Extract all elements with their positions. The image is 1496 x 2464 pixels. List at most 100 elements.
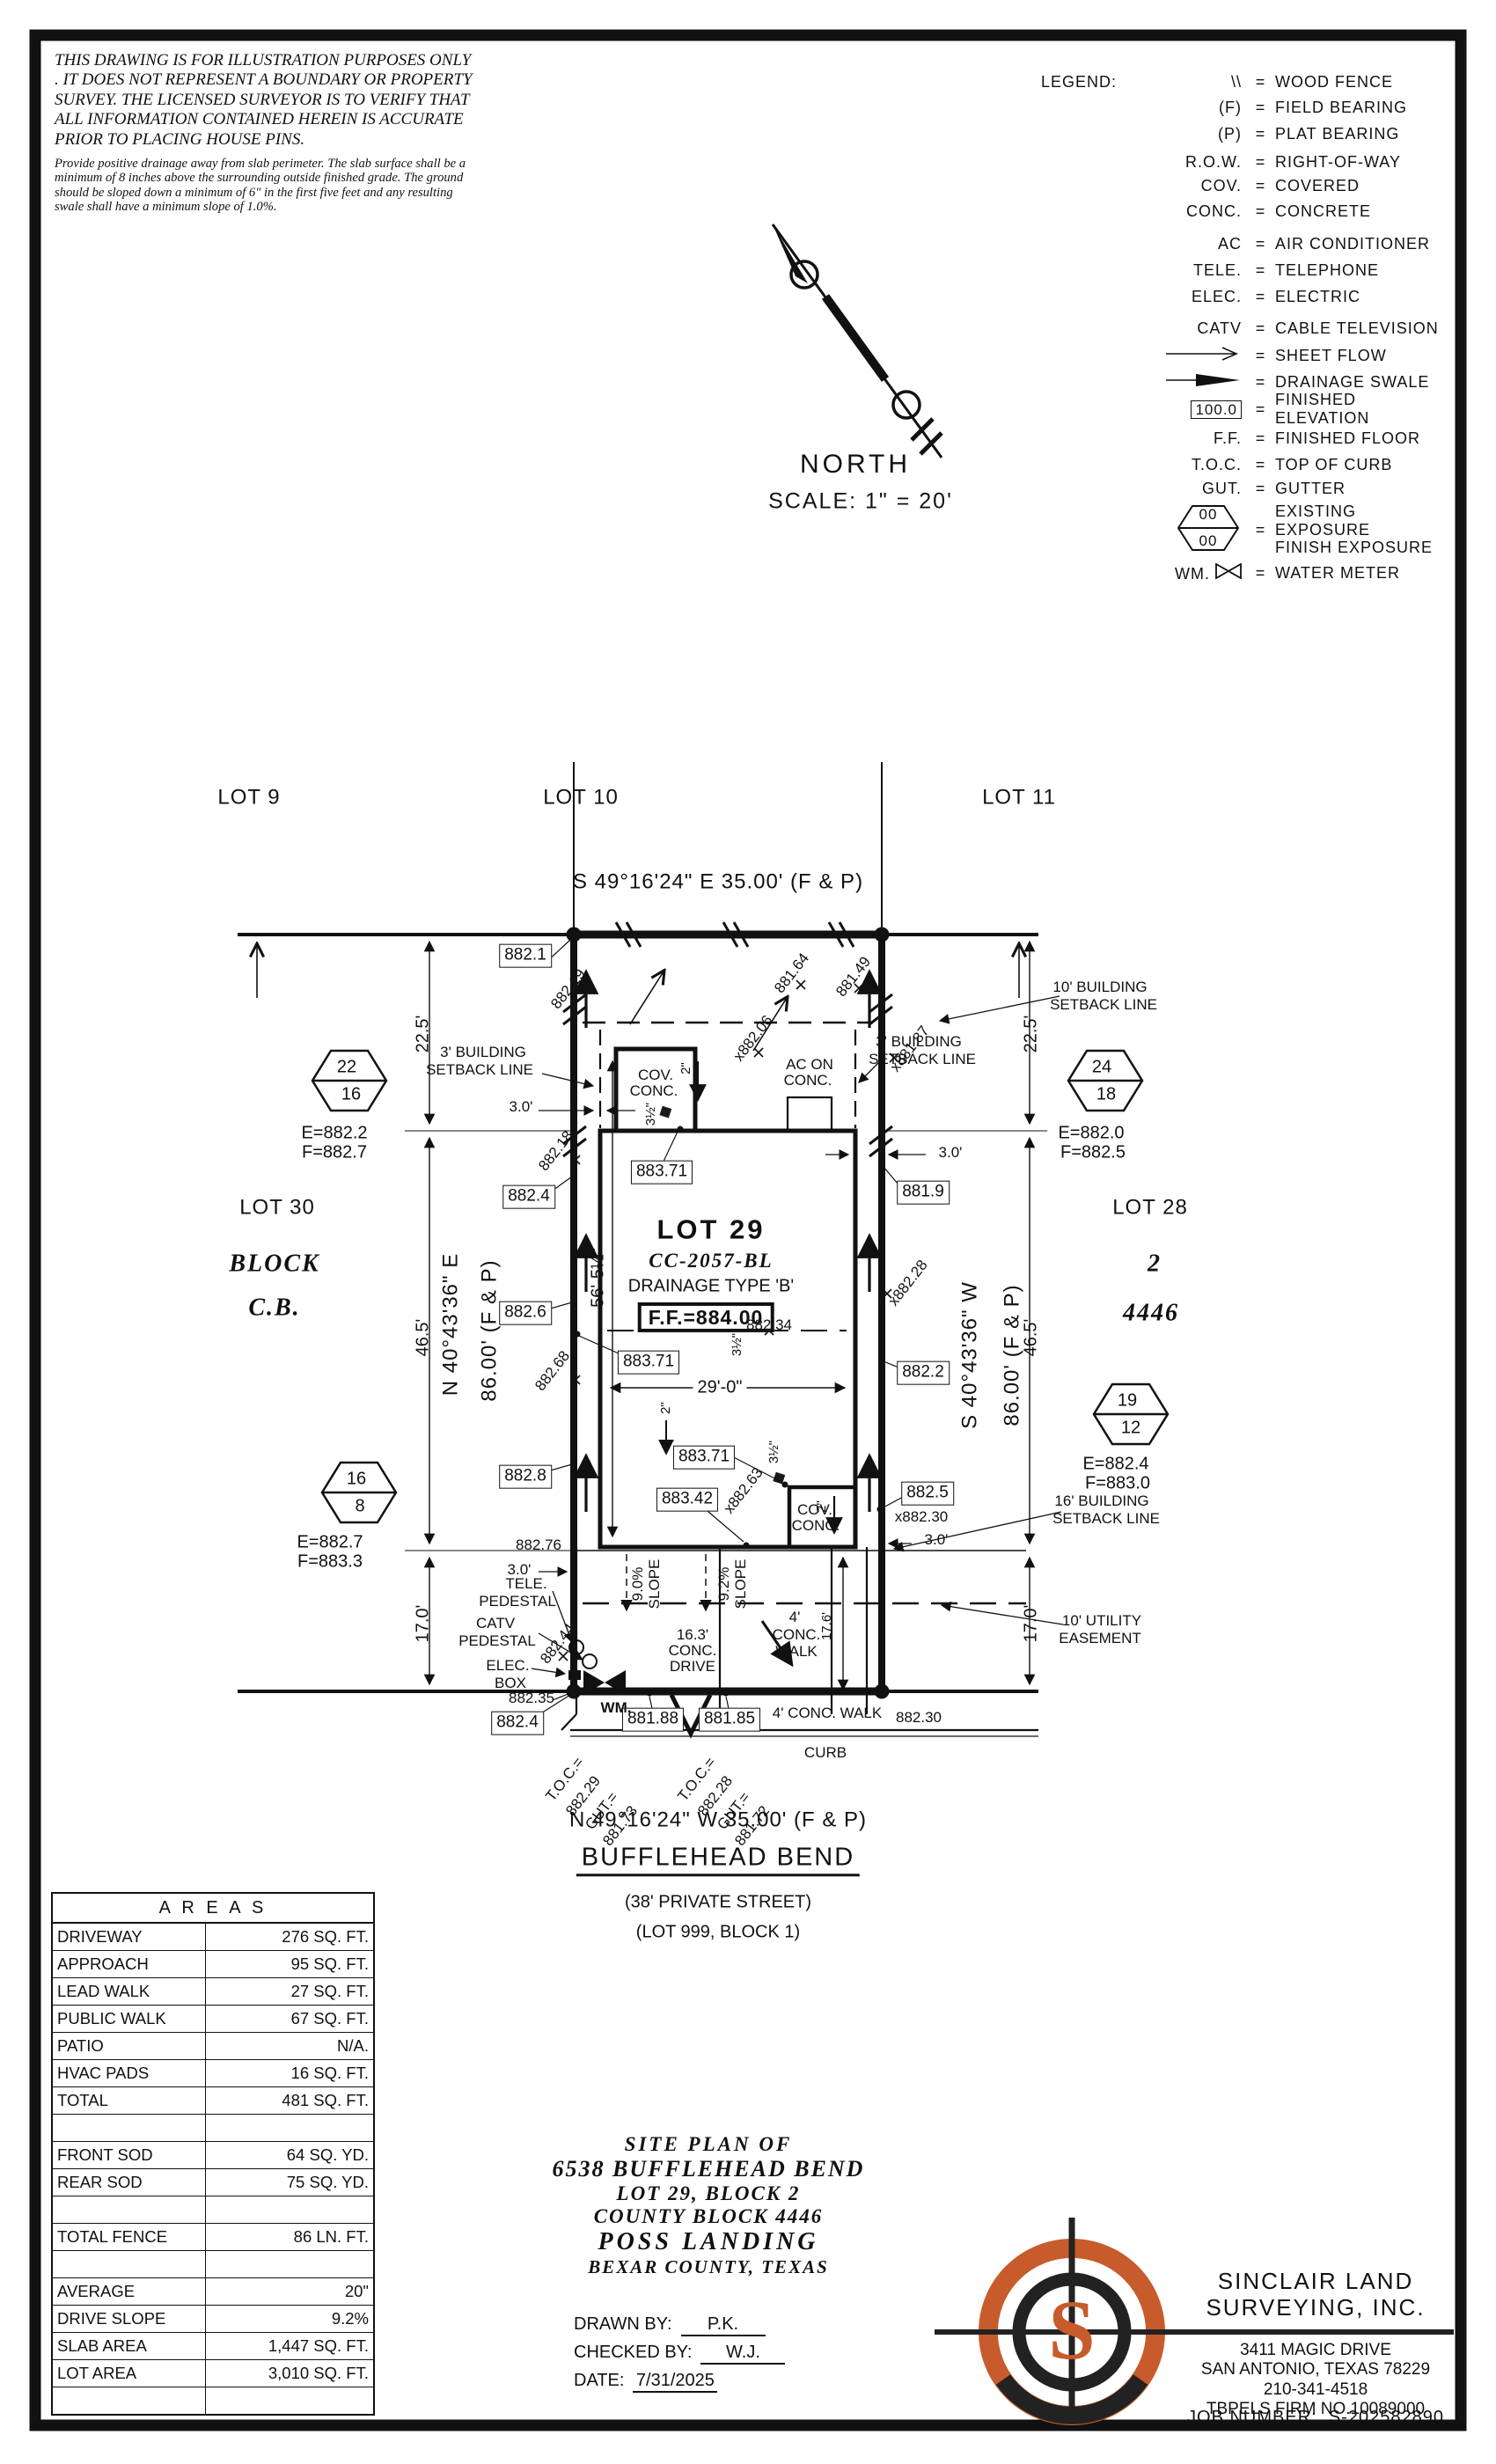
plan-label: 3.0' — [924, 1531, 949, 1549]
plan-label: COV. — [637, 1067, 674, 1084]
areas-row-value: 481 SQ. FT. — [282, 2091, 369, 2109]
areas-row-value: 16 SQ. FT. — [290, 2064, 369, 2082]
boundary-corner-dots — [566, 927, 890, 1699]
plan-label: 17.0' — [413, 1604, 433, 1643]
plan-label: EASEMENT — [1059, 1630, 1141, 1647]
areas-row-label: DRIVE SLOPE — [53, 2306, 206, 2332]
equals-sign: = — [1255, 176, 1265, 194]
plat-bearing-symbol: (P) — [1218, 124, 1242, 143]
plan-label: F=883.0 — [1085, 1473, 1150, 1493]
job-number-label: JOB NUMBER: — [1187, 2408, 1317, 2427]
wm-abbrev: WM. — [1175, 564, 1210, 583]
elec-abbrev: ELEC. — [1191, 287, 1242, 305]
plan-label: LOT 11 — [982, 785, 1056, 810]
areas-row: LOT AREA 3,010 SQ. FT. — [53, 2360, 373, 2387]
areas-row-label — [53, 2387, 206, 2414]
plan-label: 882.8 — [499, 1464, 552, 1489]
plan-label: SETBACK LINE — [1050, 996, 1157, 1014]
north-arrow-icon — [771, 224, 943, 458]
conc-abbrev: CONC. — [1186, 202, 1242, 220]
house-outline — [598, 1046, 858, 1550]
plan-label: 4' CONC. WALK — [772, 1705, 883, 1722]
sheet-flow-arrows — [257, 945, 1019, 1052]
plan-label: 882.5 — [901, 1481, 954, 1506]
checked-by-value: W.J. — [700, 2343, 786, 2365]
areas-row-label — [53, 2115, 206, 2141]
areas-table-title: A R E A S — [53, 1894, 373, 1924]
areas-row-value: 1,447 SQ. FT. — [268, 2336, 369, 2355]
areas-row-value: 64 SQ. YD. — [286, 2145, 369, 2164]
company-name: SINCLAIR LAND SURVEYING, INC. — [1170, 2268, 1461, 2321]
equals-sign: = — [1255, 319, 1265, 337]
plan-label: CONC. — [783, 1072, 832, 1089]
plan-label: PEDESTAL — [479, 1593, 556, 1610]
areas-row-label: SLAB AREA — [53, 2333, 206, 2359]
plan-label: CC-2057-BL — [649, 1249, 774, 1272]
plan-label: 8 — [355, 1496, 365, 1516]
plan-label: 883.71 — [617, 1350, 680, 1375]
north-label: NORTH — [799, 450, 912, 479]
plan-label: 3½" — [730, 1332, 745, 1357]
areas-row-value: 3,010 SQ. FT. — [268, 2364, 369, 2382]
plan-label: C.B. — [248, 1294, 301, 1322]
areas-row: AVERAGE EXPOSURE20" — [53, 2278, 373, 2306]
areas-row-value: 276 SQ. FT. — [282, 1927, 369, 1946]
company-city: SAN ANTONIO, TEXAS 78229 — [1200, 2360, 1431, 2380]
areas-row-value — [206, 2115, 373, 2141]
plan-label: 882.4 — [491, 1711, 544, 1735]
areas-row: HVAC PADS 16 SQ. FT. — [53, 2060, 373, 2087]
plan-label: CONC. — [629, 1082, 678, 1100]
title-line: BEXAR COUNTY, TEXAS — [588, 2256, 829, 2277]
areas-row-value — [206, 2387, 373, 2414]
areas-row-value: 95 SQ. FT. — [290, 1954, 369, 1973]
legend-desc: TELEPHONE — [1275, 260, 1380, 279]
areas-row-label: LOT AREA — [53, 2360, 206, 2387]
plan-label: SETBACK LINE — [426, 1061, 533, 1079]
plan-label: 17.6' — [819, 1611, 835, 1641]
legend-desc: COVERED — [1275, 176, 1360, 194]
plan-label: 881.9 — [897, 1180, 950, 1205]
plan-label: DRIVE — [670, 1658, 715, 1676]
plan-label: DRAINAGE TYPE 'B' — [627, 1276, 795, 1296]
plan-label: BUFFLEHEAD BEND — [576, 1844, 861, 1877]
company-firm-number: TBPELS FIRM NO.10089000 — [1206, 2400, 1426, 2419]
areas-row-label: PUBLIC WALK — [53, 2006, 206, 2032]
plan-label: 19 — [1117, 1390, 1138, 1411]
title-line: SITE PLAN OF — [624, 2133, 793, 2155]
plan-label: LOT 10 — [543, 785, 619, 810]
plan-label: 18 — [1096, 1084, 1117, 1104]
plan-label: 3½" — [643, 1102, 659, 1126]
drawn-by-label: DRAWN BY: — [574, 2314, 672, 2334]
plan-label: BLOCK — [229, 1250, 320, 1278]
plan-label: F=882.7 — [302, 1142, 367, 1162]
areas-row-label: APPROACH — [53, 1951, 206, 1977]
company-phone: 210-341-4518 — [1263, 2380, 1368, 2399]
title-line: LOT 29, BLOCK 2 — [616, 2182, 801, 2204]
plan-label: 10' BUILDING — [1052, 979, 1148, 996]
plan-label: CONC. — [772, 1626, 821, 1644]
plan-label: 881.85 — [698, 1707, 761, 1732]
areas-row-value — [206, 2196, 373, 2223]
areas-row-label — [53, 2251, 206, 2277]
sheet-border — [29, 29, 1467, 2431]
areas-row — [53, 2387, 373, 2414]
equals-sign: = — [1255, 346, 1265, 364]
areas-row-value: 75 SQ. YD. — [286, 2173, 369, 2191]
plan-label: 882.2 — [897, 1360, 950, 1385]
dimension-lines — [423, 940, 1036, 1691]
plan-label: 882.76 — [516, 1536, 561, 1554]
areas-row-label: HVAC PADS — [53, 2060, 206, 2086]
plan-label: 24 — [1091, 1057, 1112, 1077]
legend-desc: SHEET FLOW — [1275, 346, 1387, 364]
title-line: 6538 BUFFLEHEAD BEND — [552, 2156, 865, 2182]
spot-elevation-x-marks — [558, 979, 899, 1661]
label-arrows — [531, 995, 1064, 1678]
drainage-swale-icon — [1166, 373, 1240, 386]
ac-abbrev: AC — [1217, 234, 1242, 253]
equals-sign: = — [1255, 429, 1265, 447]
